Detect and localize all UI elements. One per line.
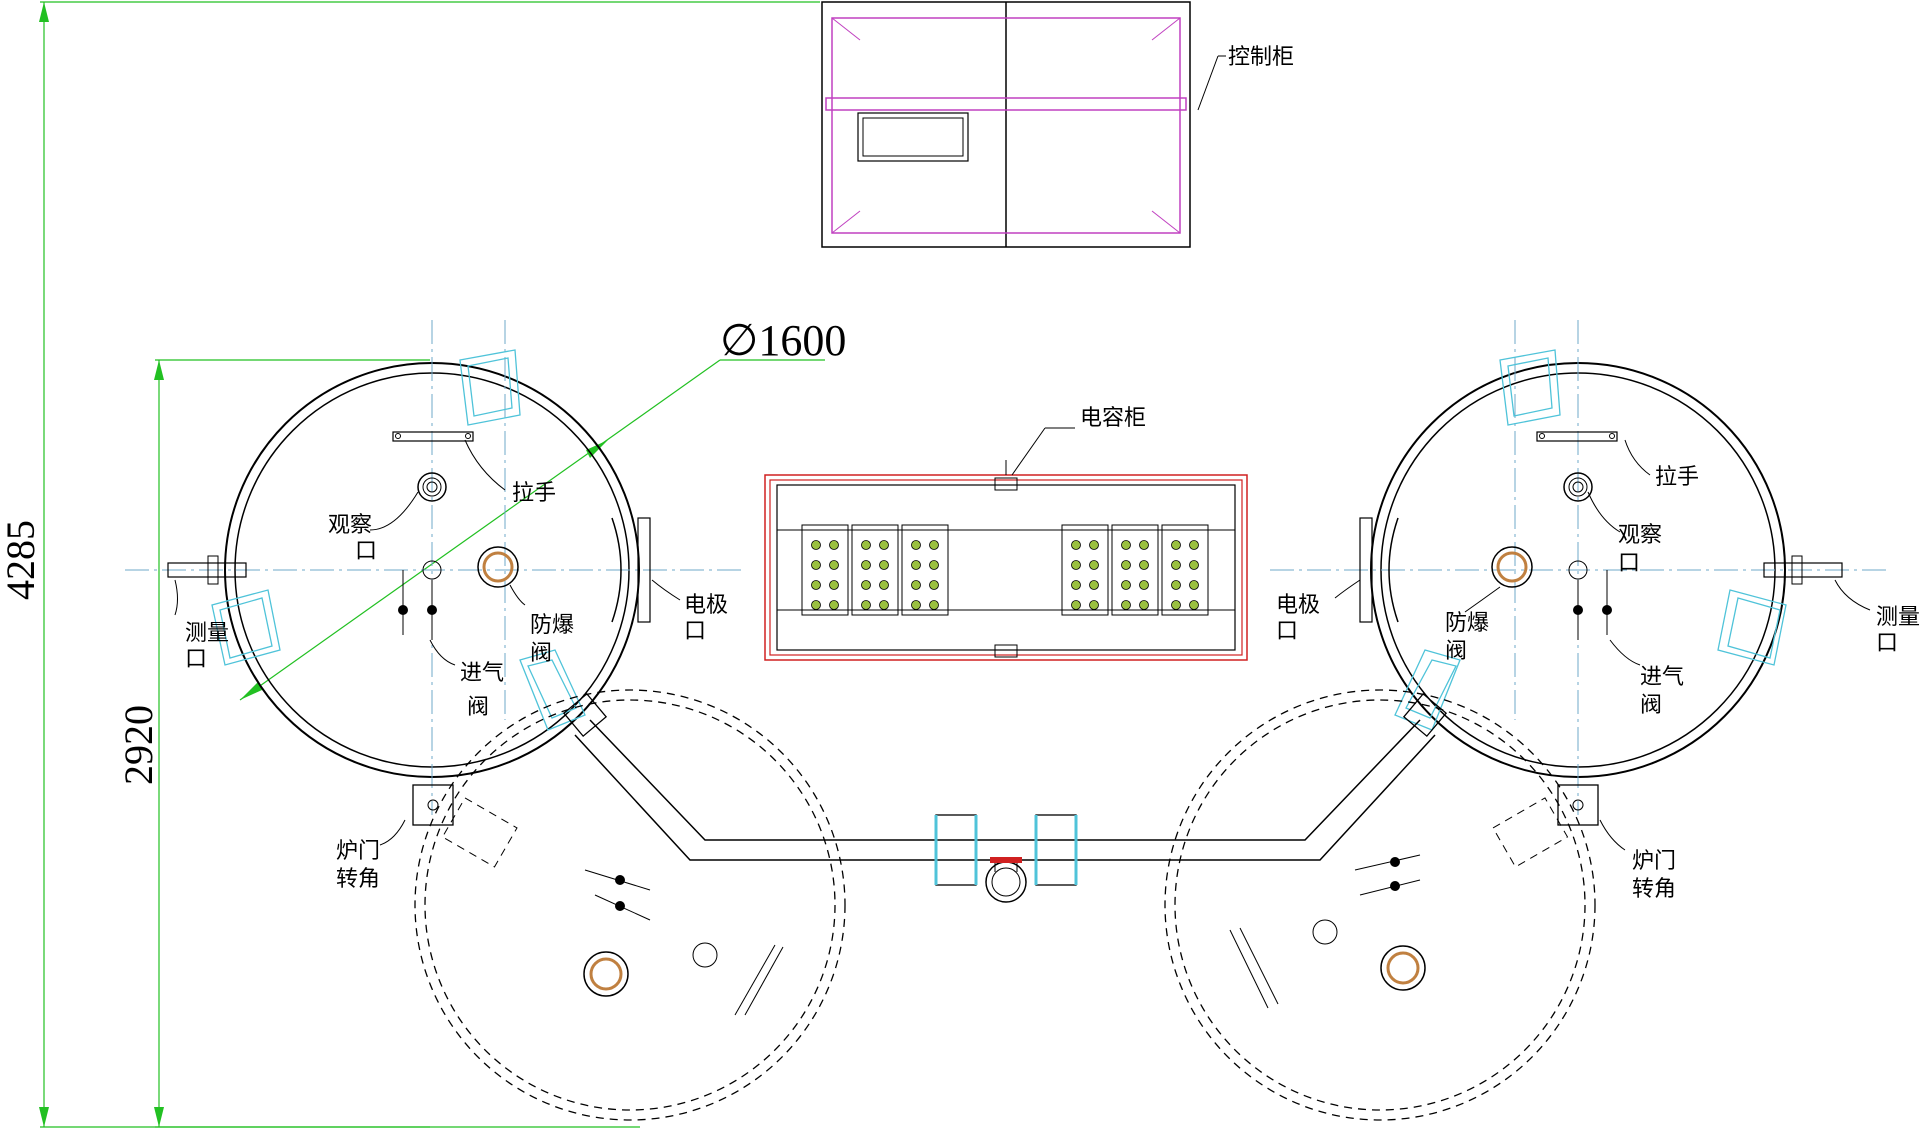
capacitor-element <box>861 540 871 550</box>
capacitor-bank <box>851 524 899 616</box>
right-observation-label: 观察 <box>1618 523 1662 548</box>
left-door-turn-label: 炉门 <box>336 839 380 864</box>
control-cabinet <box>821 1 1226 248</box>
right-measurement-label: 测量 <box>1876 605 1920 630</box>
capacitor-cabinet-label: 电容柜 <box>1080 406 1146 431</box>
capacitor-element <box>1121 600 1131 610</box>
left-measurement-label-2: 口 <box>185 647 207 672</box>
right-electrode-label-2: 口 <box>1276 619 1298 644</box>
capacitor-bank <box>801 524 849 616</box>
left-door-turn-label-2: 转角 <box>336 867 380 892</box>
capacitor-element <box>929 580 939 590</box>
right-electrode-label: 电极 <box>1276 593 1320 618</box>
capacitor-element <box>811 540 821 550</box>
dim-circle-text: 2920 <box>116 705 161 785</box>
right-explosion-label: 防爆 <box>1445 611 1489 636</box>
left-explosion-label-2: 阀 <box>530 641 552 666</box>
capacitor-element <box>1139 600 1149 610</box>
capacitor-element <box>1139 580 1149 590</box>
capacitor-element <box>1071 560 1081 570</box>
capacitor-element <box>1189 560 1199 570</box>
capacitor-element <box>1189 540 1199 550</box>
capacitor-element <box>911 540 921 550</box>
left-electrode-label-2: 口 <box>684 619 706 644</box>
capacitor-element <box>929 600 939 610</box>
capacitor-element <box>829 560 839 570</box>
capacitor-element <box>1071 580 1081 590</box>
right-inlet-label-2: 阀 <box>1640 693 1662 718</box>
capacitor-element <box>929 560 939 570</box>
capacitor-element <box>829 600 839 610</box>
capacitor-element <box>1139 560 1149 570</box>
right-furnace-labels: 拉手 观察 口 测量 口 防爆 阀 电极 口 进气 阀 炉门 转角 <box>1276 465 1920 902</box>
capacitor-element <box>1121 540 1131 550</box>
right-handle-label: 拉手 <box>1655 465 1699 490</box>
dim-height-text: 4285 <box>0 520 43 600</box>
capacitor-element <box>1071 540 1081 550</box>
capacitor-bank <box>1161 524 1209 616</box>
right-door-turn-label: 炉门 <box>1632 849 1676 874</box>
left-explosion-label: 防爆 <box>530 613 574 638</box>
right-furnace <box>1164 320 1890 1121</box>
left-leaders <box>174 439 681 846</box>
capacitor-element <box>911 560 921 570</box>
capacitor-element <box>1189 580 1199 590</box>
right-door-turn-label-2: 转角 <box>1632 877 1676 902</box>
left-electrode-label: 电极 <box>684 593 728 618</box>
capacitor-cabinet <box>764 427 1248 661</box>
left-observation-label: 观察 <box>328 513 372 538</box>
capacitor-element <box>1139 540 1149 550</box>
capacitor-element <box>879 600 889 610</box>
capacitor-element <box>1171 560 1181 570</box>
left-furnace-labels: 拉手 观察 口 测量 口 防爆 阀 电极 口 进气 阀 炉门 转角 <box>185 481 728 892</box>
capacitor-element <box>811 580 821 590</box>
capacitor-element <box>911 580 921 590</box>
capacitor-element <box>929 540 939 550</box>
capacitor-element <box>829 540 839 550</box>
left-handle-label: 拉手 <box>512 481 556 506</box>
capacitor-element <box>911 600 921 610</box>
left-measurement-label: 测量 <box>185 621 229 646</box>
capacitor-element <box>1089 540 1099 550</box>
right-leaders <box>1334 439 1871 851</box>
capacitor-banks <box>801 524 1209 616</box>
capacitor-element <box>1171 580 1181 590</box>
capacitor-element <box>879 580 889 590</box>
capacitor-bank <box>1061 524 1109 616</box>
capacitor-element <box>1089 580 1099 590</box>
right-measurement-label-2: 口 <box>1876 631 1898 656</box>
capacitor-element <box>1171 600 1181 610</box>
right-observation-label-2: 口 <box>1618 551 1640 576</box>
capacitor-element <box>1171 540 1181 550</box>
capacitor-element <box>879 560 889 570</box>
right-explosion-label-2: 阀 <box>1445 639 1467 664</box>
capacitor-element <box>879 540 889 550</box>
capacitor-element <box>811 560 821 570</box>
capacitor-element <box>829 580 839 590</box>
left-observation-label-2: 口 <box>355 539 377 564</box>
capacitor-element <box>1121 560 1131 570</box>
capacitor-bank <box>1111 524 1159 616</box>
capacitor-element <box>811 600 821 610</box>
capacitor-element <box>1071 600 1081 610</box>
control-cabinet-label: 控制柜 <box>1228 45 1294 70</box>
capacitor-element <box>1121 580 1131 590</box>
left-inlet-label-2: 阀 <box>467 695 489 720</box>
capacitor-element <box>1089 560 1099 570</box>
capacitor-bank <box>901 524 949 616</box>
right-inlet-label: 进气 <box>1640 665 1684 690</box>
capacitor-element <box>1189 600 1199 610</box>
left-furnace <box>125 320 846 1121</box>
capacitor-element <box>861 560 871 570</box>
connecting-pipe <box>562 692 1448 903</box>
diameter-text: ∅1600 <box>720 316 846 365</box>
capacitor-element <box>1089 600 1099 610</box>
capacitor-element <box>861 580 871 590</box>
left-inlet-label: 进气 <box>460 661 504 686</box>
capacitor-element <box>861 600 871 610</box>
